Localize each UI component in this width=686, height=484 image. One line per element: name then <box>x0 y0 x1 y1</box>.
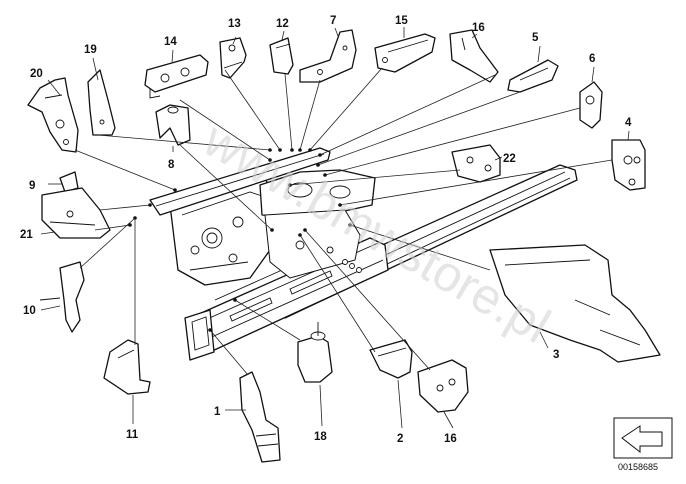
callout-labels: 20 19 14 13 12 7 15 16 5 6 4 8 9 22 21 1… <box>20 15 632 445</box>
callout-7[interactable]: 7 <box>330 15 336 27</box>
callout-21[interactable]: 22 <box>503 153 516 165</box>
callout-16-bottom[interactable]: 16 <box>444 433 457 445</box>
part-9-bracket[interactable] <box>59 171 79 193</box>
callout-3[interactable]: 3 <box>553 349 559 361</box>
part-2-bracket[interactable] <box>369 339 413 379</box>
callout-5[interactable]: 5 <box>532 32 539 44</box>
part-14-plate[interactable] <box>144 54 209 99</box>
part-16-upper-bracket[interactable] <box>449 29 499 83</box>
part-15-bracket[interactable] <box>374 33 436 73</box>
part-1-bracket[interactable] <box>239 371 281 463</box>
callout-8[interactable]: 8 <box>168 159 175 171</box>
reference-box: 00158685 <box>613 417 673 472</box>
callout-4[interactable]: 4 <box>625 117 632 129</box>
callout-13[interactable]: 13 <box>228 18 241 30</box>
callout-11[interactable]: 11 <box>126 429 139 441</box>
part-10-bracket[interactable] <box>39 261 85 333</box>
part-16-lower-bracket[interactable] <box>417 359 469 413</box>
part-7-bracket[interactable] <box>299 29 357 83</box>
callout-10[interactable]: 10 <box>23 305 36 317</box>
callout-2[interactable]: 2 <box>397 433 403 445</box>
part-12-bracket[interactable] <box>269 37 294 75</box>
part-4-bracket[interactable] <box>611 139 646 191</box>
callout-16-top[interactable]: 16 <box>472 22 485 34</box>
part-18-engine-mount[interactable] <box>297 322 333 383</box>
arrow-icon <box>621 425 663 454</box>
callout-12[interactable]: 12 <box>276 18 289 30</box>
callout-20[interactable]: 20 <box>30 68 43 80</box>
leader-lines <box>40 27 630 429</box>
callout-15[interactable]: 15 <box>395 15 408 27</box>
part-6-bracket[interactable] <box>579 81 603 129</box>
front-frame-assembly <box>149 147 578 361</box>
callout-18[interactable]: 18 <box>314 431 327 443</box>
part-5-bracket[interactable] <box>507 59 559 93</box>
callout-22[interactable]: 21 <box>20 229 33 241</box>
part-13-bracket[interactable] <box>219 37 247 79</box>
leader-endpoints <box>128 148 352 332</box>
callout-19[interactable]: 19 <box>84 44 97 56</box>
part-8-mount[interactable] <box>155 104 191 146</box>
diagram-id: 00158685 <box>618 462 658 472</box>
callout-6[interactable]: 6 <box>589 53 595 65</box>
part-19-bracket[interactable] <box>87 69 116 136</box>
callout-1[interactable]: 1 <box>214 406 221 418</box>
callout-9[interactable]: 9 <box>29 180 35 192</box>
callout-14[interactable]: 14 <box>164 36 177 48</box>
part-3-heat-shield[interactable] <box>489 244 661 363</box>
part-21-bracket[interactable] <box>451 144 501 183</box>
part-22-bracket[interactable] <box>41 187 111 239</box>
part-20-bracket[interactable] <box>27 77 79 153</box>
part-11-bracket[interactable] <box>103 339 151 395</box>
